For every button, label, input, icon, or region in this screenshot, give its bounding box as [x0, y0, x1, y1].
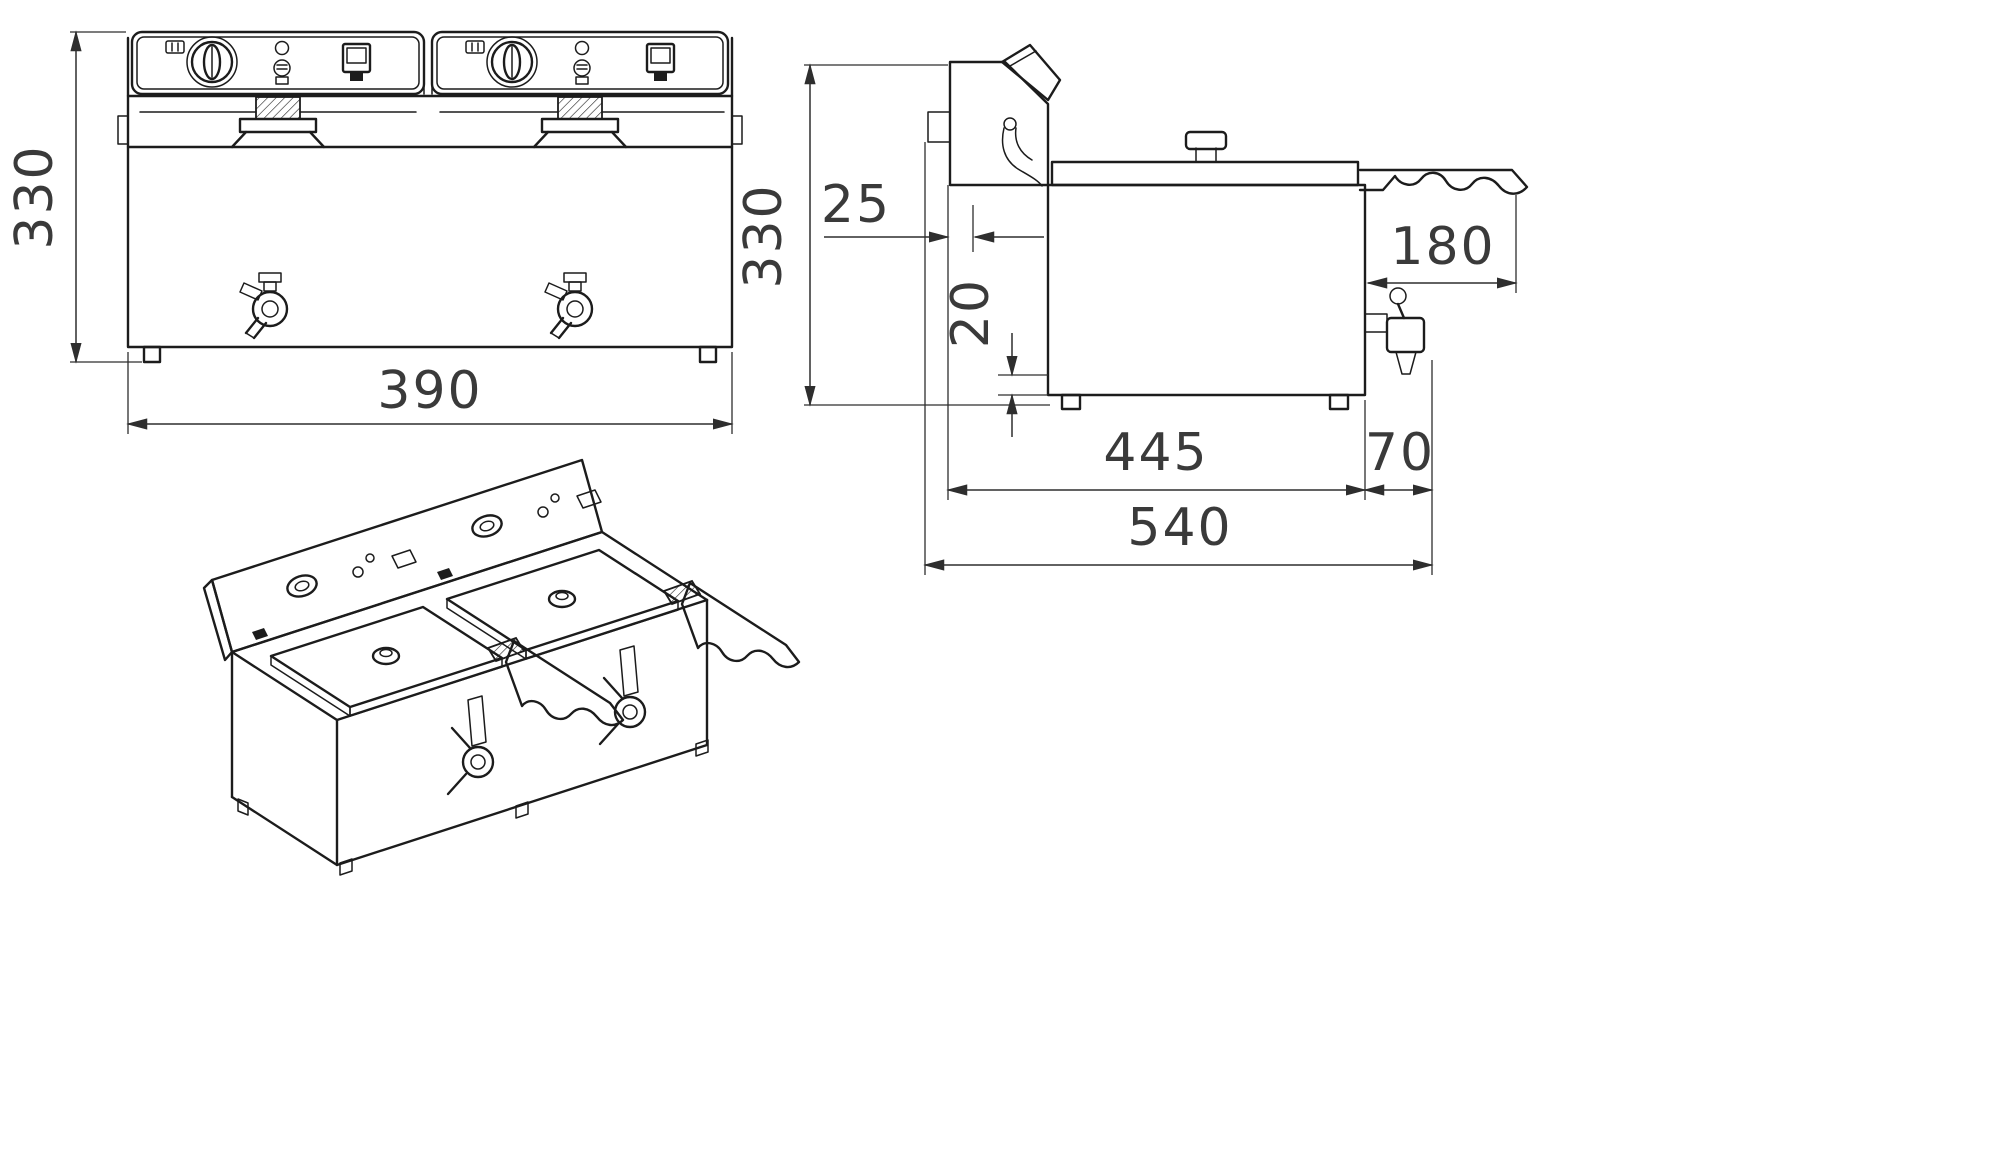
dim-label-front-width: 390: [377, 361, 482, 421]
dim-body-depth: 445: [946, 185, 1367, 500]
side-control-head: [927, 43, 1062, 187]
foot: [698, 345, 718, 364]
front-control-panel-right: [430, 30, 730, 96]
side-lid: [1050, 130, 1360, 187]
isometric-view: [202, 458, 801, 876]
dim-label-side-height: 330: [734, 183, 794, 288]
dim-back-offset: 25: [821, 175, 1044, 252]
iso-basket-handle-front: [486, 636, 625, 727]
dim-handle-length: 180: [1366, 195, 1518, 293]
fryer-body-side: [1046, 183, 1367, 397]
dim-total-depth: 540: [923, 142, 1434, 575]
side-basket-handle: [1358, 168, 1529, 195]
foot: [1328, 393, 1350, 411]
foot: [1060, 393, 1082, 411]
power-switch-icon: [165, 40, 185, 54]
indicator-light: [273, 40, 291, 85]
thermostat-knob: [186, 36, 238, 88]
drain-tap-left: [239, 272, 289, 340]
indicator-light: [573, 40, 591, 85]
dim-label-front-height: 330: [5, 144, 65, 249]
reset-button: [341, 42, 372, 81]
iso-body: [230, 530, 709, 876]
iso-control-housing: [202, 458, 604, 662]
side-drain-tap: [1364, 287, 1426, 375]
dim-side-height: 330: [734, 63, 1050, 407]
iso-lid-rear: [445, 548, 680, 660]
dim-label-body-depth: 445: [1103, 423, 1208, 483]
front-view: 330 390: [5, 30, 743, 434]
dim-label-tap-depth: 70: [1365, 423, 1435, 483]
dim-tap-depth: 70: [1363, 360, 1435, 575]
dim-front-height: 330: [5, 30, 142, 364]
rear-bracket: [927, 111, 951, 143]
drain-tap-right: [544, 272, 594, 340]
dim-label-back-offset: 25: [821, 175, 891, 235]
side-view: 330 25 20 180 445: [734, 43, 1529, 575]
front-control-panel-left: [130, 30, 426, 96]
basket-handle-mounts: [117, 94, 743, 149]
foot: [142, 345, 162, 364]
thermostat-knob: [486, 36, 538, 88]
lid-knob: [1184, 130, 1228, 151]
iso-drain-tap-rear: [598, 645, 647, 746]
dim-front-width: 390: [126, 352, 734, 434]
iso-drain-tap-front: [446, 695, 495, 796]
power-switch-icon: [465, 40, 485, 54]
dim-label-handle-length: 180: [1390, 217, 1495, 277]
dim-label-bottom-clearance: 20: [941, 278, 1001, 348]
fryer-body-front: [126, 145, 734, 349]
iso-basket-handle-rear: [662, 579, 801, 669]
dim-bottom-clearance: 20: [941, 278, 1048, 437]
dim-label-total-depth: 540: [1127, 498, 1232, 558]
reset-button: [645, 42, 676, 81]
